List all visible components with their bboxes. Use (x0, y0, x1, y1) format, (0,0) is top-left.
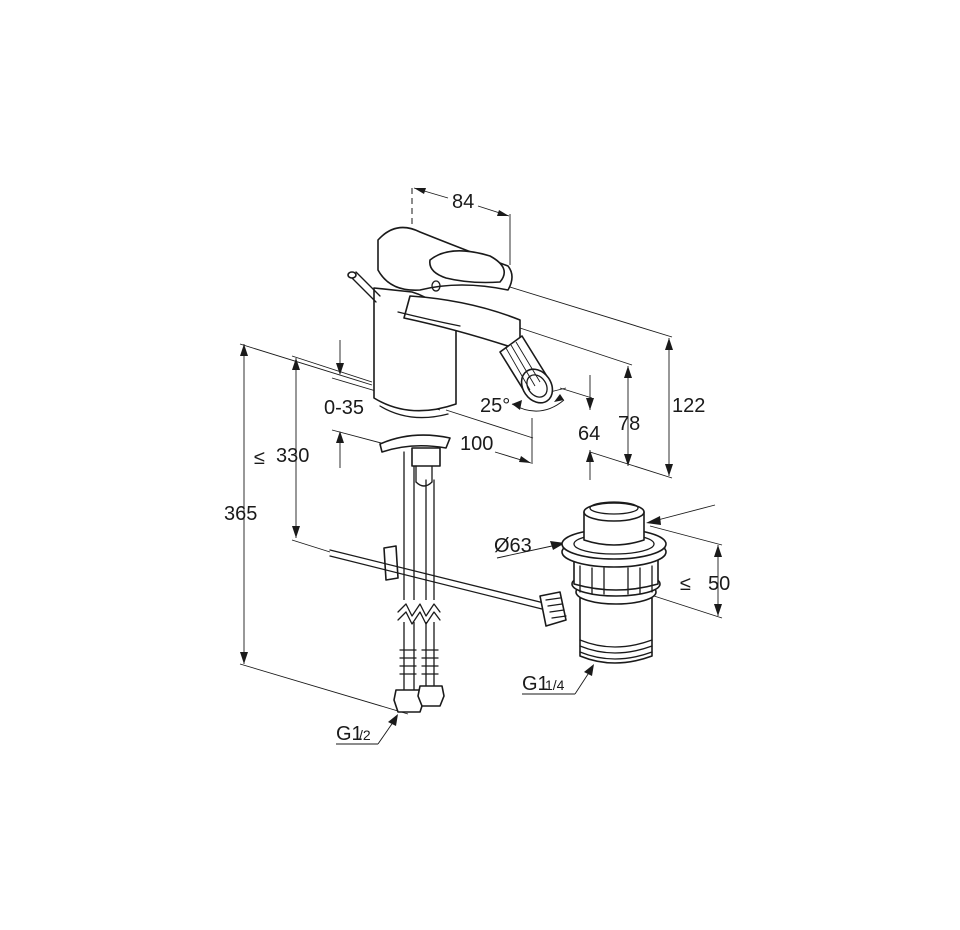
label-supply-thread-fraction: /2 (359, 727, 371, 743)
dim-hose-length: 365 (224, 503, 257, 525)
dim-spout-offset: 100 (460, 433, 493, 455)
dim-height-spout: 64 (578, 423, 600, 445)
bidet-mixer (347, 226, 554, 713)
label-waste-thread-fraction: 1/4 (545, 677, 565, 693)
dim-deck-thickness: 0-35 (324, 397, 364, 419)
pop-up-waste (329, 501, 667, 664)
dimension-labels: 84 122 78 64 25° 100 0-35 ≤ 330 365 Ø63 … (224, 191, 730, 745)
dimension-lines (239, 187, 723, 745)
dim-waste-height: 50 (708, 573, 730, 595)
dim-waste-height-prefix: ≤ (680, 573, 691, 595)
label-waste-thread: G1 (522, 673, 549, 695)
dim-height-overall: 122 (672, 395, 705, 417)
dim-rod-length-prefix: ≤ (254, 447, 265, 469)
dim-rod-length: 330 (276, 445, 309, 467)
dim-spout-reach: 84 (452, 191, 474, 213)
aerator (499, 335, 554, 404)
dim-spray-angle: 25° (480, 395, 510, 417)
dim-height-lever: 78 (618, 413, 640, 435)
label-supply-thread: G1 (336, 723, 363, 745)
dim-waste-diameter: Ø63 (494, 535, 532, 557)
